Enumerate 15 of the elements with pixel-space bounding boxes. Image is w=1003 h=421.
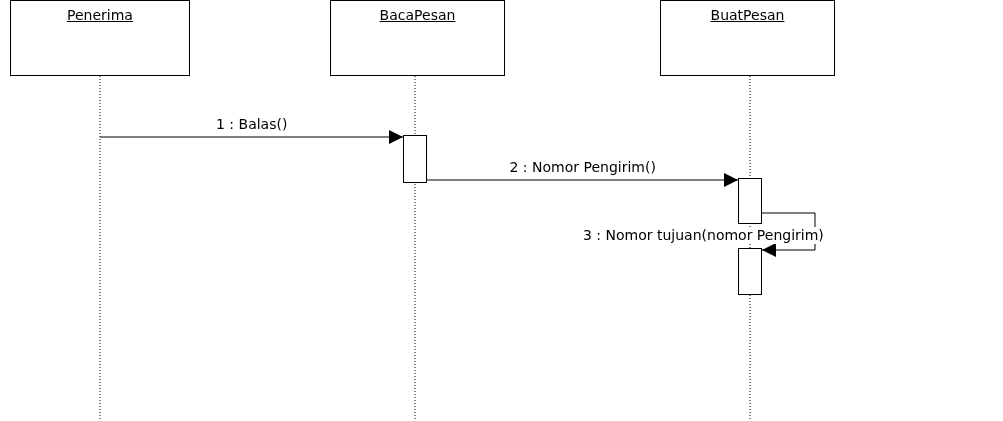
- participant-box: [660, 0, 835, 76]
- activation-bar: [738, 248, 762, 295]
- participant-name: BuatPesan: [710, 7, 785, 23]
- activation-bar: [738, 178, 762, 224]
- participant-box: [10, 0, 190, 76]
- message-label: 2 : Nomor Pengirim(): [508, 159, 657, 176]
- message-arrow: [426, 173, 739, 187]
- message-label: 1 : Balas(): [215, 116, 289, 133]
- message-arrow: [761, 212, 816, 257]
- message-label: 3 : Nomor tujuan(nomor Pengirim): [582, 227, 825, 244]
- participant-box: [330, 0, 505, 76]
- activation-bar: [403, 135, 427, 183]
- participant-name: Penerima: [67, 7, 133, 23]
- message-arrow: [99, 130, 404, 144]
- participant-name: BacaPesan: [379, 7, 456, 23]
